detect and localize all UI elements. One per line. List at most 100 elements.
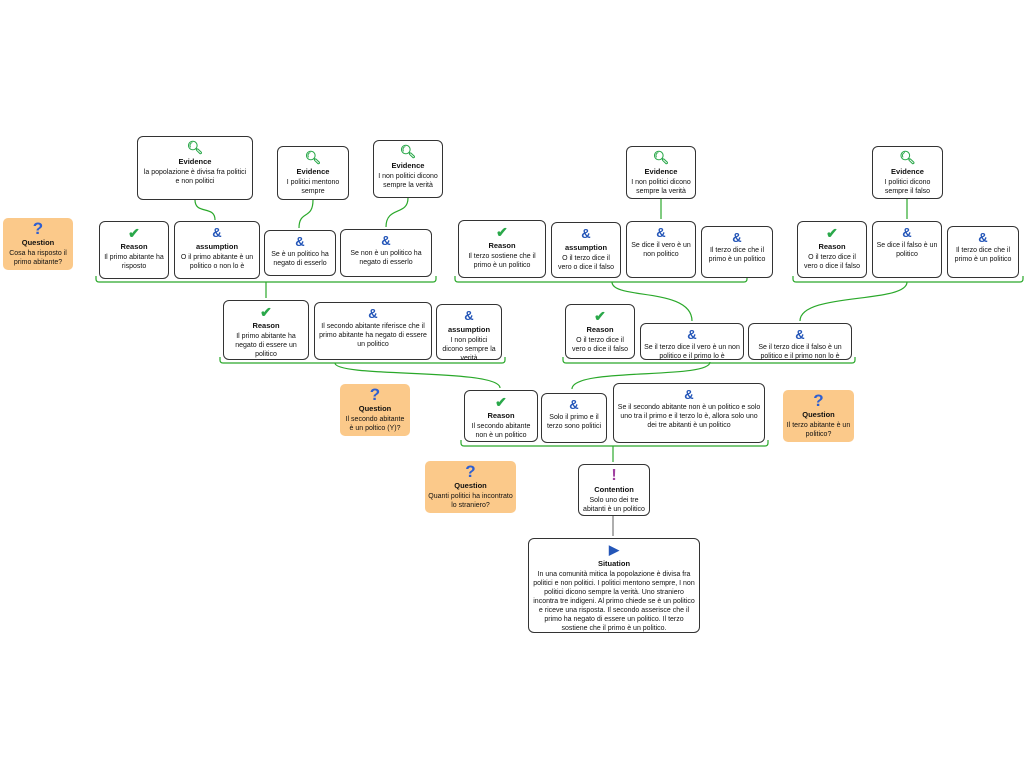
node-type: Reason <box>120 242 148 251</box>
node-type: Reason <box>586 325 614 334</box>
evidence-node[interactable]: 🔍︎ Evidence I politici dicono sempre il fa… <box>872 146 943 199</box>
node-type: Contention <box>594 485 634 494</box>
node-text: Il terzo dice che il primo è un politico <box>708 247 766 263</box>
node-text: Il secondo abitante riferisce che il pri… <box>319 323 427 348</box>
node-text: Se dice il falso è un politico <box>876 242 938 258</box>
node-text: In una comunità mitica la popolazione è … <box>533 571 695 632</box>
play-icon: ▶ <box>609 542 619 557</box>
brackets <box>95 276 1024 462</box>
node-type: Evidence <box>296 167 330 176</box>
check-icon: ✔ <box>496 224 508 240</box>
node-text: Il secondo abitante non è un politico <box>471 423 531 439</box>
node-text: I politici dicono sempre il falso <box>884 179 931 195</box>
node-text: O il primo abitante è un politico o non … <box>180 254 254 270</box>
node-text: Il terzo sostiene che il primo è un poli… <box>468 253 536 269</box>
node-type: Evidence <box>391 161 425 170</box>
ampersand-icon: & <box>656 225 666 240</box>
claim-node[interactable]: &Se il terzo dice il falso è un politico… <box>748 323 852 360</box>
node-text: O il terzo dice il vero o dice il falso <box>803 254 861 270</box>
ampersand-icon: & <box>978 230 988 245</box>
claim-node[interactable]: & Se dice il falso è un politico <box>872 221 942 278</box>
claim-node[interactable]: &Se il secondo abitante non è un politic… <box>613 383 765 443</box>
check-icon: ✔ <box>594 308 606 324</box>
node-text: Se dice il vero è un non politico <box>631 242 691 258</box>
node-type: assumption <box>447 325 491 334</box>
claim-node[interactable]: &Se è un politico ha negato di esserlo <box>264 230 336 276</box>
magnifier-icon: 🔍︎ <box>399 144 417 159</box>
ampersand-icon: & <box>687 327 697 342</box>
links <box>194 197 908 390</box>
claim-node[interactable]: & Il terzo dice che il primo è un politic… <box>947 226 1019 278</box>
ampersand-icon: & <box>381 233 391 248</box>
reason-node[interactable]: ✔Reason Il secondo abitante non è un poli… <box>464 390 538 442</box>
node-type: Evidence <box>891 167 924 176</box>
node-text: Se il terzo dice il vero è un non politi… <box>644 344 740 360</box>
claim-node[interactable]: &Solo il primo e il terzo sono politici <box>541 393 607 443</box>
ampersand-icon: & <box>732 230 742 245</box>
node-text: I politici mentono sempre <box>286 179 340 195</box>
ampersand-icon: & <box>902 225 912 240</box>
node-text: Cosa ha risposto il primo abitante? <box>9 250 67 266</box>
claim-node[interactable]: & Se il terzo dice il vero è un non polit… <box>640 323 744 360</box>
ampersand-icon: & <box>464 308 474 323</box>
node-text: O il terzo dice il vero o dice il falso <box>571 337 629 353</box>
reason-node[interactable]: ✔Reason O il terzo dice il vero o dice il… <box>565 304 635 359</box>
node-type: Reason <box>487 411 515 420</box>
node-text: Se non è un politico ha negato di esserl… <box>350 250 422 266</box>
claim-node[interactable]: & Il secondo abitante riferisce che il pr… <box>314 302 432 360</box>
node-type: Question <box>21 238 55 247</box>
claim-node[interactable]: & Il terzo dice che il primo è un politic… <box>701 226 773 278</box>
question-node[interactable]: ?Question Il terzo abitante è un politico… <box>783 390 854 442</box>
node-text: Solo uno dei tre abitanti è un politico <box>583 497 645 513</box>
check-icon: ✔ <box>495 394 507 410</box>
node-type: Question <box>358 404 392 413</box>
node-text: I non politici dicono sempre la verità <box>378 173 438 189</box>
node-type: Reason <box>488 241 516 250</box>
node-type: Evidence <box>644 167 678 176</box>
ampersand-icon: & <box>795 327 805 342</box>
node-text: Il primo abitante ha negato di essere un… <box>235 333 297 358</box>
magnifier-icon: 🔍︎ <box>304 150 322 165</box>
node-text: Solo il primo e il terzo sono politici <box>546 414 602 430</box>
reason-node[interactable]: ✔Reason Il primo abitante ha negato di es… <box>223 300 309 360</box>
reason-node[interactable]: ✔Reason Il terzo sostiene che il primo è … <box>458 220 546 278</box>
node-text: Il terzo dice che il primo è un politico <box>954 247 1012 263</box>
magnifier-icon: 🔍︎ <box>652 150 670 165</box>
question-icon: ? <box>32 219 44 238</box>
node-text: Il secondo abitante è un poltico (Y)? <box>345 416 405 432</box>
evidence-node[interactable]: 🔍︎ Evidence I politici mentono sempre <box>277 146 349 200</box>
check-icon: ✔ <box>260 304 272 320</box>
node-text: la popolazione è divisa fra politici e n… <box>143 169 247 185</box>
claim-node[interactable]: & Se non è un politico ha negato di esser… <box>340 229 432 277</box>
node-type: Question <box>802 410 835 419</box>
node-text: Quanti politici ha incontrato lo stranie… <box>428 493 513 509</box>
question-icon: ? <box>465 462 476 481</box>
node-text: Il terzo abitante è un politico? <box>786 422 851 438</box>
node-type: Question <box>454 481 487 490</box>
magnifier-icon: 🔍︎ <box>899 150 916 165</box>
magnifier-icon: 🔍︎ <box>186 140 204 155</box>
ampersand-icon: & <box>368 306 378 321</box>
claim-node[interactable]: & Se dice il vero è un non politico <box>626 221 696 278</box>
check-icon: ✔ <box>128 225 140 241</box>
question-icon: ? <box>813 391 824 410</box>
evidence-node[interactable]: 🔍︎ Evidence I non politici dicono sempre l… <box>373 140 443 198</box>
question-icon: ? <box>369 385 381 404</box>
check-icon: ✔ <box>826 225 838 241</box>
node-type: Reason <box>252 321 280 330</box>
node-type: assumption <box>195 242 239 251</box>
question-node[interactable]: ?Question Il secondo abitante è un poltic… <box>340 384 410 436</box>
situation-node[interactable]: ▶ Situation In una comunità mitica la popo… <box>528 538 700 633</box>
node-type: Situation <box>597 559 631 568</box>
